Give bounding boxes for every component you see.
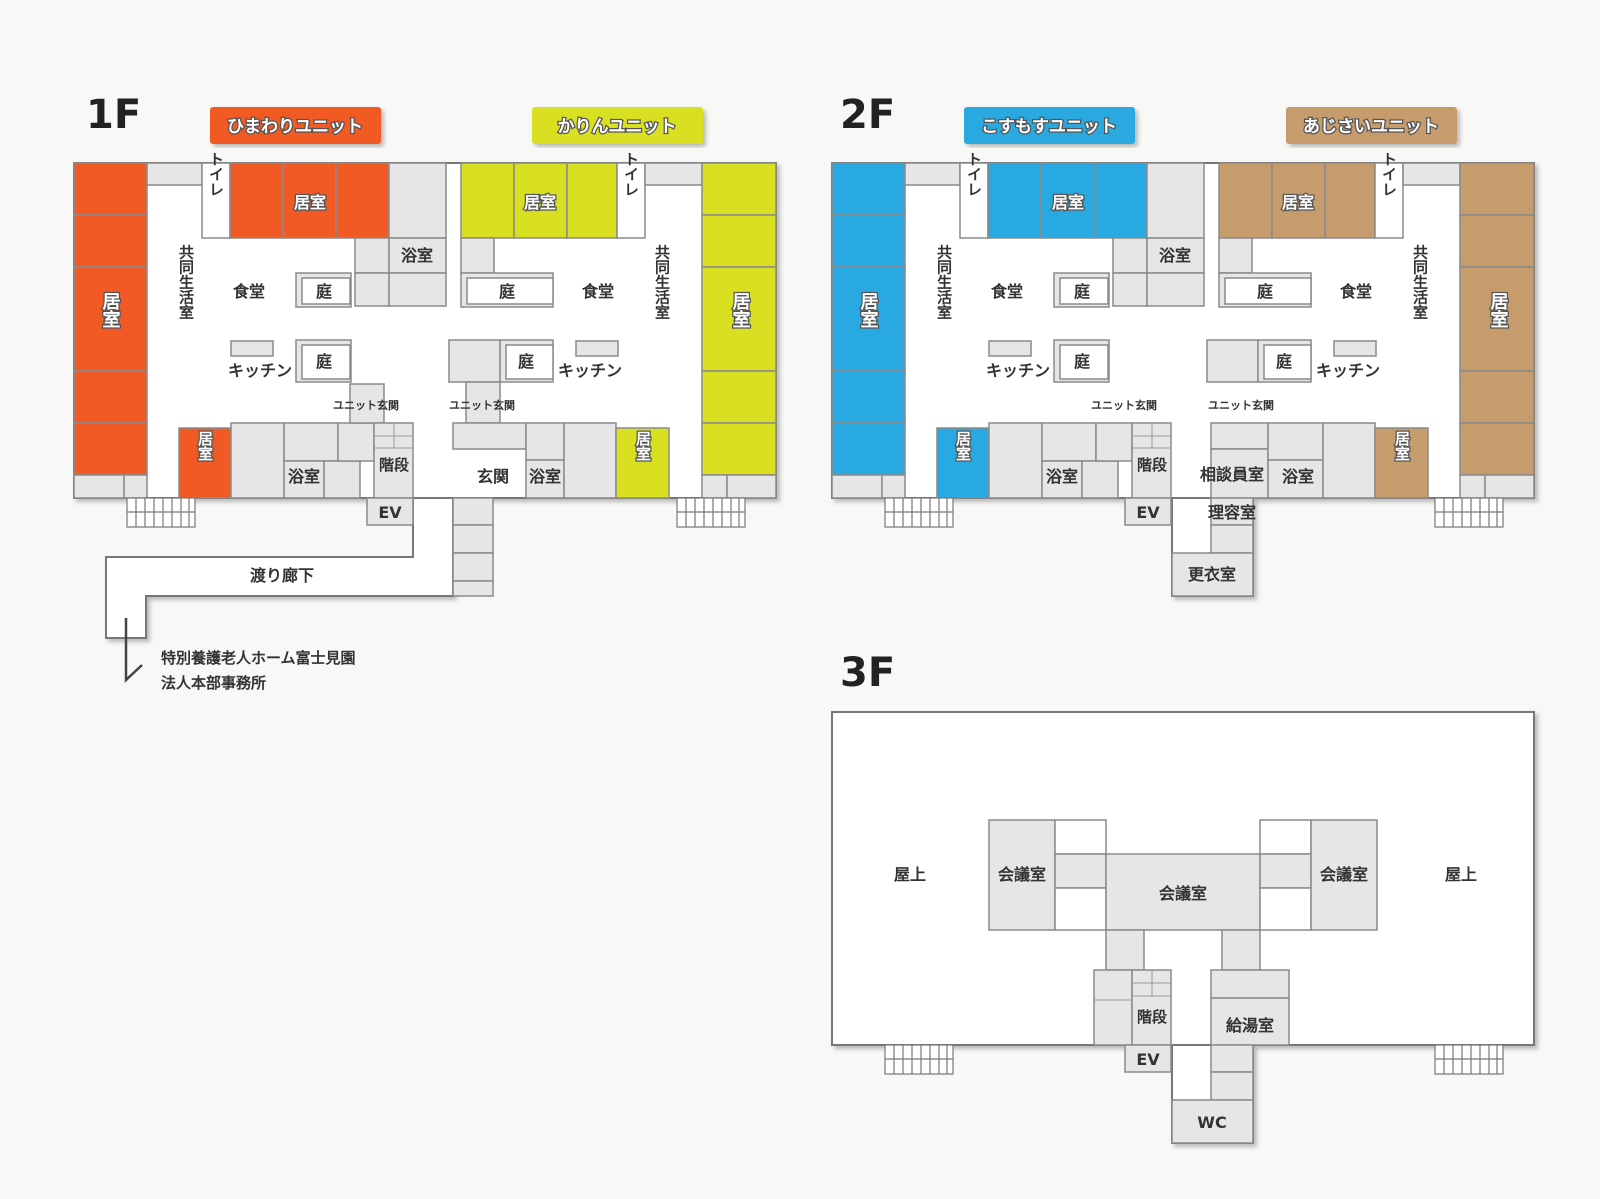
floor-1f: 1F ひまわりユニット かりんユニット (73, 92, 777, 692)
badge-karin: かりんユニット (532, 107, 703, 144)
garden-label: 庭 (316, 282, 332, 301)
stairs-label: 階段 (1137, 1008, 1167, 1026)
balcony-2f-left (884, 497, 954, 528)
meeting-room-label: 会議室 (1159, 884, 1207, 903)
unit-entrance-label: ユニット玄関 (1091, 398, 1157, 412)
room-label: 居室 (1282, 193, 1314, 212)
barber-room-label: 理容室 (1208, 503, 1256, 522)
floor-2f: 2F こすもすユニット あじさいユニット (831, 92, 1535, 597)
balcony-1f-left (126, 497, 196, 528)
rooftop-label: 屋上 (894, 865, 926, 884)
bath-label: 浴室 (1159, 246, 1191, 265)
floor-3f: 3F (831, 650, 1535, 1144)
room-label: 居室 (1393, 431, 1411, 461)
balcony-2f-right (1434, 497, 1504, 528)
balcony-3f-left (884, 1044, 954, 1075)
room-label: 居室 (634, 431, 652, 461)
kitchen-label: キッチン (986, 361, 1050, 380)
bath-label: 浴室 (529, 467, 561, 486)
bath-label: 浴室 (1282, 467, 1314, 486)
balcony-1f-right (676, 497, 746, 528)
garden-label: 庭 (316, 352, 332, 371)
garden-label: 庭 (518, 352, 534, 371)
garden-label: 庭 (1074, 352, 1090, 371)
badge-ajisai-label: あじさいユニット (1303, 117, 1439, 137)
dining-label: 食堂 (990, 282, 1023, 301)
badge-kosumosu: こすもすユニット (964, 107, 1135, 144)
destination-line2: 法人本部事務所 (161, 674, 266, 692)
corridor-label: 渡り廊下 (250, 566, 314, 585)
bath-label: 浴室 (401, 246, 433, 265)
dining-label: 食堂 (581, 282, 614, 301)
counselor-room-label: 相談員室 (1200, 465, 1264, 484)
ev-label: EV (378, 503, 402, 522)
rooms-2f (831, 162, 1535, 597)
changing-room-label: 更衣室 (1188, 565, 1236, 584)
meeting-room-label: 会議室 (1320, 865, 1368, 884)
badge-karin-label: かりんユニット (558, 117, 677, 137)
ev-label: EV (1136, 503, 1160, 522)
rooftop-label: 屋上 (1445, 865, 1477, 884)
room-label: 居室 (294, 193, 326, 212)
room-label: 居室 (730, 292, 751, 328)
toilet-label: トイレ (207, 152, 225, 197)
common-room-label: 共同生活室 (177, 245, 195, 320)
balcony-3f-right (1434, 1044, 1504, 1075)
common-room-label: 共同生活室 (1411, 245, 1429, 320)
stairs-label: 階段 (379, 456, 409, 474)
room-label: 居室 (524, 193, 556, 212)
common-room-label: 共同生活室 (935, 245, 953, 320)
toilet-label: トイレ (965, 152, 983, 197)
floor-label-2f: 2F (840, 92, 895, 138)
stairs-label: 階段 (1137, 456, 1167, 474)
room-label: 居室 (196, 431, 214, 461)
unit-entrance-label: ユニット玄関 (449, 398, 515, 412)
garden-label: 庭 (1257, 282, 1273, 301)
kitchenette-label: 給湯室 (1226, 1016, 1274, 1035)
kitchen-label: キッチン (228, 361, 292, 380)
floor-label-3f: 3F (840, 650, 895, 696)
ev-label: EV (1136, 1050, 1160, 1069)
common-room-label: 共同生活室 (653, 245, 671, 320)
bath-label: 浴室 (1046, 467, 1078, 486)
room-label: 居室 (858, 292, 879, 328)
entrance-label: 玄関 (477, 467, 509, 486)
room-label: 居室 (100, 292, 121, 328)
badge-kosumosu-label: こすもすユニット (981, 117, 1117, 137)
direction-arrow (124, 618, 143, 683)
unit-entrance-label: ユニット玄関 (1208, 398, 1274, 412)
himawari-rooms-1f (73, 162, 777, 597)
badge-himawari: ひまわりユニット (210, 107, 381, 144)
garden-label: 庭 (1276, 352, 1292, 371)
garden-label: 庭 (1074, 282, 1090, 301)
garden-label: 庭 (499, 282, 515, 301)
dining-label: 食堂 (1339, 282, 1372, 301)
meeting-room-label: 会議室 (998, 865, 1046, 884)
room-label: 居室 (954, 431, 972, 461)
bath-label: 浴室 (288, 467, 320, 486)
badge-himawari-label: ひまわりユニット (227, 117, 363, 137)
room-label: 居室 (1052, 193, 1084, 212)
rooms-3f (988, 819, 1378, 1144)
kitchen-label: キッチン (558, 361, 622, 380)
room-label: 居室 (1488, 292, 1509, 328)
dining-label: 食堂 (232, 282, 265, 301)
kitchen-label: キッチン (1316, 361, 1380, 380)
destination-line1: 特別養護老人ホーム富士見園 (161, 649, 356, 667)
wc-label: WC (1197, 1113, 1226, 1132)
badge-ajisai: あじさいユニット (1286, 107, 1457, 144)
toilet-label: トイレ (622, 152, 640, 197)
floor-label-1f: 1F (86, 92, 141, 138)
unit-entrance-label: ユニット玄関 (333, 398, 399, 412)
toilet-label: トイレ (1380, 152, 1398, 197)
